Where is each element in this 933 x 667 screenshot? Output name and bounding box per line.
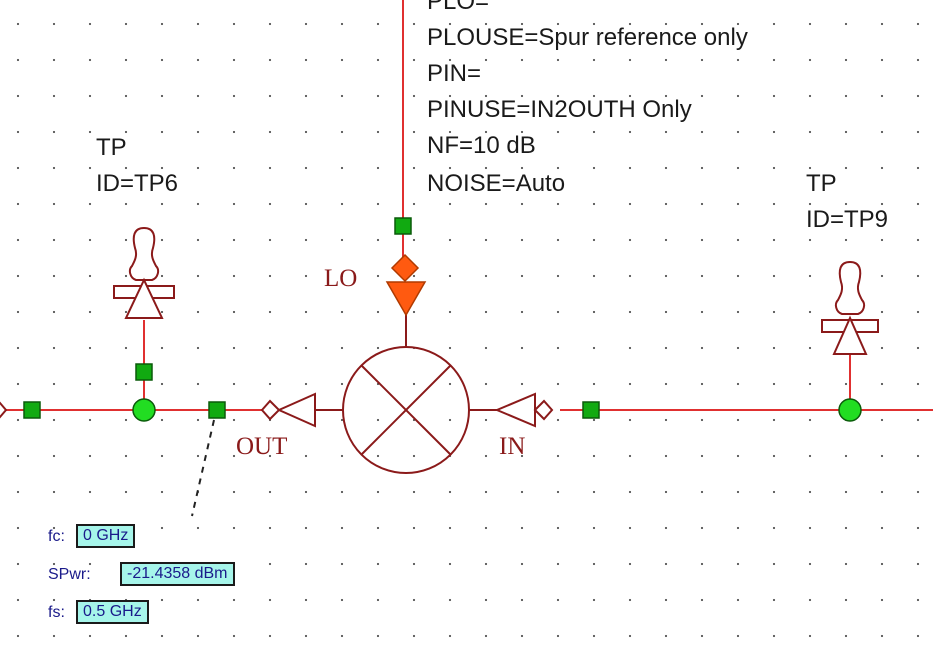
lo-diamond	[390, 253, 420, 283]
junction-dot[interactable]	[132, 398, 156, 422]
annotation-fs-value[interactable]: 0.5 GHz	[76, 600, 149, 624]
node-square[interactable]	[208, 401, 226, 419]
tp9-name: TP	[806, 170, 837, 197]
param-plo: PLO=	[427, 0, 490, 15]
node-square[interactable]	[582, 401, 600, 419]
node-square[interactable]	[394, 217, 412, 235]
in-port-diamond	[533, 399, 554, 421]
param-nf: NF=10 dB	[427, 132, 536, 159]
lo-pin[interactable]	[385, 253, 427, 317]
param-pinuse: PINUSE=IN2OUTH Only	[427, 96, 692, 123]
annotation-fc-value[interactable]: 0 GHz	[76, 524, 136, 548]
tp9-id: ID=TP9	[806, 206, 889, 233]
annotation-leader	[191, 419, 215, 517]
probe-triangle	[124, 277, 164, 319]
pin-label-in: IN	[499, 433, 526, 460]
junction-dot[interactable]	[838, 398, 862, 422]
mixer-symbol[interactable]	[260, 315, 554, 474]
annotation-spwr-value[interactable]: -21.4358 dBm	[120, 562, 235, 586]
annotation-spwr-label: SPwr:	[48, 566, 91, 583]
pin-label-out: OUT	[236, 433, 288, 460]
param-noise: NOISE=Auto	[427, 170, 566, 197]
annotation-fs-label: fs:	[48, 604, 65, 621]
in-port-arrow	[494, 392, 536, 428]
param-pin: PIN=	[427, 60, 482, 87]
param-plouse: PLOUSE=Spur reference only	[427, 24, 748, 51]
probe-head	[128, 226, 160, 281]
out-port-diamond	[260, 399, 281, 421]
tp6-name: TP	[96, 134, 127, 161]
probe-triangle	[832, 315, 868, 355]
lo-arrow	[385, 281, 427, 317]
test-probe-tp6[interactable]	[113, 226, 175, 319]
pin-label-lo: LO	[324, 265, 358, 292]
tp6-id: ID=TP6	[96, 170, 179, 197]
out-port-arrow	[276, 392, 316, 428]
port-end-diamond	[0, 401, 8, 419]
annotation-fc-label: fc:	[48, 528, 65, 545]
node-square[interactable]	[135, 363, 153, 381]
mixer-cross-b	[361, 365, 451, 455]
probe-head	[834, 260, 866, 315]
test-probe-tp9[interactable]	[821, 260, 879, 355]
node-square[interactable]	[23, 401, 41, 419]
